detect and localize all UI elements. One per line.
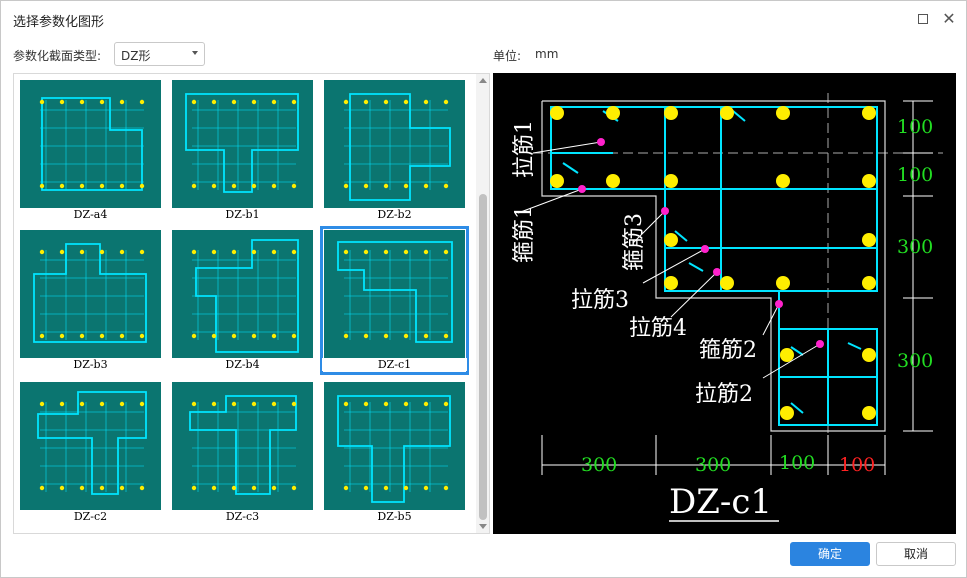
scroll-up-icon[interactable] <box>479 78 487 83</box>
section-type-select[interactable]: DZ形 <box>114 42 205 66</box>
tile-drawing <box>172 382 313 523</box>
shape-tile-dz-c3[interactable]: DZ-c3 <box>170 380 315 525</box>
tile-drawing <box>324 80 465 221</box>
bottom-dim-4: 100 <box>839 454 875 476</box>
ok-button[interactable]: 确定 <box>790 542 870 566</box>
shape-tile-dz-b4[interactable]: DZ-b4 <box>170 228 315 373</box>
scroll-thumb[interactable] <box>479 194 487 520</box>
shape-preview: 拉筋1 箍筋1 箍筋3 拉筋3 拉筋4 箍筋2 拉筋2 100 100 30 <box>493 73 956 534</box>
chevron-down-icon <box>192 51 198 55</box>
section-type-label: 参数化截面类型: <box>13 49 102 63</box>
bottom-dim-3: 100 <box>779 452 815 474</box>
tile-caption: DZ-b5 <box>322 510 467 523</box>
tile-drawing <box>172 230 313 371</box>
right-dim-3: 300 <box>897 236 933 258</box>
bottom-dim-1: 300 <box>581 454 617 476</box>
tile-drawing <box>20 230 161 371</box>
bottom-dim-2: 300 <box>695 454 731 476</box>
preview-drawing: 拉筋1 箍筋1 箍筋3 拉筋3 拉筋4 箍筋2 拉筋2 100 100 30 <box>512 93 943 522</box>
tile-caption: DZ-a4 <box>18 208 163 221</box>
label-lajin2: 拉筋2 <box>695 382 753 407</box>
label-gujin3: 箍筋3 <box>622 213 647 271</box>
maximize-icon[interactable] <box>913 9 933 29</box>
shape-tile-dz-b2[interactable]: DZ-b2 <box>322 78 467 223</box>
tile-caption: DZ-b1 <box>170 208 315 221</box>
section-type-value: DZ形 <box>121 49 151 63</box>
tile-caption: DZ-c1 <box>322 358 467 371</box>
shape-tile-dz-b1[interactable]: DZ-b1 <box>170 78 315 223</box>
tile-drawing <box>20 80 161 221</box>
tile-drawing <box>324 230 465 371</box>
right-dim-4: 300 <box>897 350 933 372</box>
shape-tile-dz-c1[interactable]: DZ-c1 <box>320 226 469 375</box>
preview-title: DZ-c1 <box>669 482 772 522</box>
unit-value: mm <box>535 47 559 61</box>
tile-drawing <box>324 382 465 523</box>
tile-drawing <box>20 382 161 523</box>
dialog-title: 选择参数化图形 <box>13 15 105 30</box>
label-lajin3: 拉筋3 <box>571 288 629 313</box>
tile-drawing <box>172 80 313 221</box>
title-bar: 选择参数化图形 ✕ <box>1 1 966 37</box>
right-dim-1: 100 <box>897 116 933 138</box>
unit-label: 单位: <box>493 49 522 63</box>
label-gujin2: 箍筋2 <box>699 338 757 363</box>
shape-tile-dz-b5[interactable]: DZ-b5 <box>322 380 467 525</box>
close-icon[interactable]: ✕ <box>942 9 956 28</box>
scroll-down-icon[interactable] <box>479 524 487 529</box>
label-lajin4: 拉筋4 <box>629 316 687 341</box>
tile-caption: DZ-b3 <box>18 358 163 371</box>
rebar-group <box>550 106 876 420</box>
tile-caption: DZ-b2 <box>322 208 467 221</box>
shape-tile-dz-c2[interactable]: DZ-c2 <box>18 380 163 525</box>
shape-tile-dz-b3[interactable]: DZ-b3 <box>18 228 163 373</box>
tile-caption: DZ-c2 <box>18 510 163 523</box>
cancel-button[interactable]: 取消 <box>876 542 956 566</box>
gallery-scrollbar[interactable] <box>476 74 489 533</box>
label-gujin1: 箍筋1 <box>512 205 537 263</box>
label-lajin1: 拉筋1 <box>512 120 537 178</box>
tile-caption: DZ-c3 <box>170 510 315 523</box>
right-dim-2: 100 <box>897 164 933 186</box>
tile-caption: DZ-b4 <box>170 358 315 371</box>
shape-tile-dz-a4[interactable]: DZ-a4 <box>18 78 163 223</box>
